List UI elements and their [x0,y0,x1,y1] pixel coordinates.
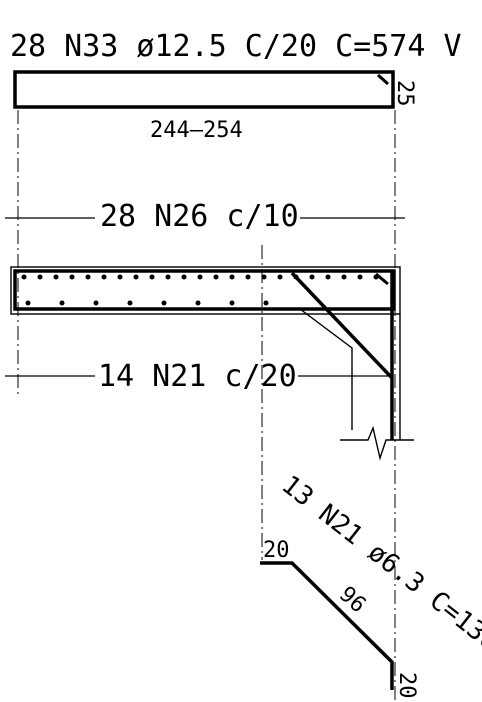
slab-outline [10,266,401,315]
break-line [340,425,414,461]
top-bar-length: 244–254 [150,118,243,143]
top-bar-label: 28 N33 ø12.5 C/20 C=574 V [10,29,462,64]
slab-top-bar-dots [21,274,379,280]
top-bar-cover: 25 [392,80,417,107]
slab-bottom-bar-dots [25,300,269,306]
hook-bar-length: 96 [334,582,370,618]
hook-bar-shape [260,561,394,690]
bottom-bars-label: 14 N21 c/20 [98,359,297,394]
wall-face-line [299,308,353,430]
top-bar-outline [13,70,395,109]
hook-bar-right-leg: 20 [394,672,419,699]
top-bar-hook-mark [376,73,390,86]
hook-bar-label: 13 N21 ø6.3 C=136 [276,470,482,657]
inclined-bar [290,271,394,380]
hook-bar-left-leg: 20 [263,538,290,563]
slab-main-bar [13,269,396,311]
top-bars-label: 28 N26 c/10 [100,199,299,234]
